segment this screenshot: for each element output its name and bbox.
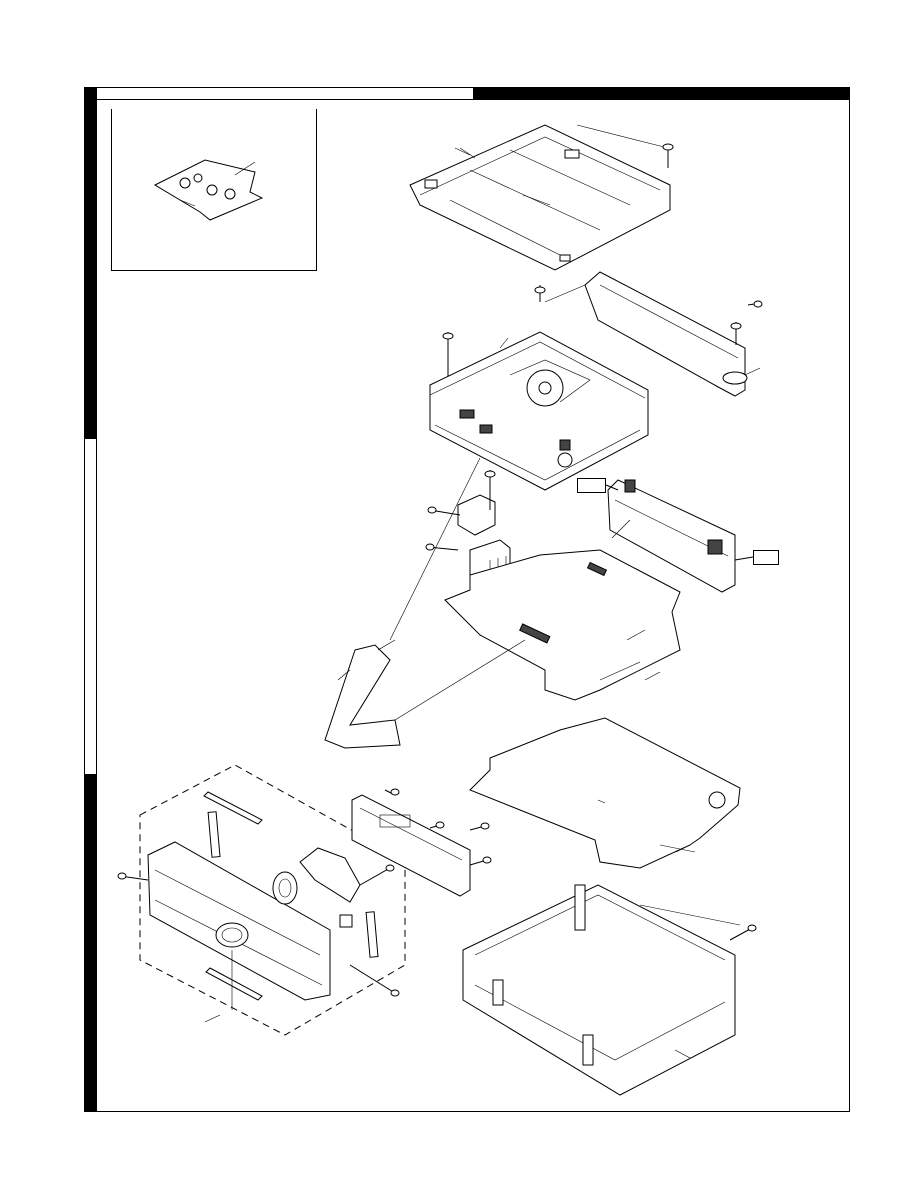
flat-cable (324, 457, 526, 749)
side-bar-top (84, 87, 97, 439)
top-cover (409, 124, 671, 271)
accessory-inset-box (111, 109, 317, 271)
leader-lines (337, 147, 691, 853)
mechanism-bracket (584, 271, 761, 397)
insulation-sheet (469, 717, 741, 869)
front-bracket-board (351, 788, 492, 897)
front-panel-assembly (117, 764, 406, 1036)
top-cover-screw (576, 124, 674, 168)
reference-box-lower (753, 550, 779, 565)
side-bar-bottom (84, 774, 97, 1112)
accessory-screw-bag (153, 159, 264, 221)
reference-box-upper (577, 478, 606, 493)
volume-knob (272, 847, 395, 928)
cd-mechanism-unit (429, 331, 649, 491)
header-bar-right (474, 87, 850, 100)
chassis-frame (462, 884, 757, 1096)
main-pcb (444, 519, 681, 701)
side-bar-middle (84, 439, 97, 774)
connector-board (605, 479, 754, 593)
